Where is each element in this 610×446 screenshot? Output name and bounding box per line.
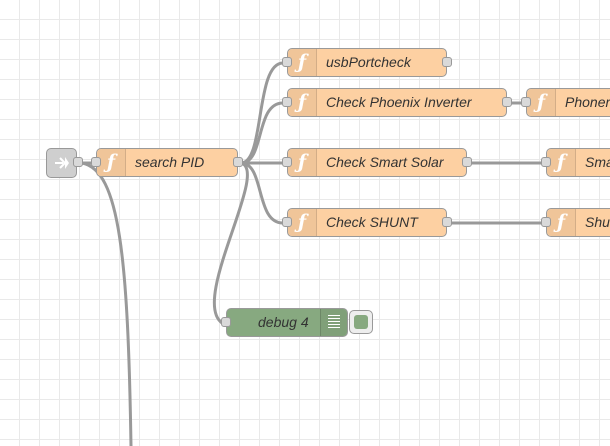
function-node-check-phoenix-inverter[interactable]: ƒ Check Phoenix Inverter — [282, 88, 512, 117]
function-icon: ƒ — [527, 89, 556, 116]
function-icon: ƒ — [288, 149, 317, 176]
inject-arrow-icon — [55, 157, 69, 169]
input-port[interactable] — [91, 157, 101, 167]
output-port[interactable] — [502, 97, 512, 107]
input-port[interactable] — [282, 57, 292, 67]
input-port[interactable] — [282, 217, 292, 227]
function-icon: ƒ — [288, 89, 317, 116]
wire-search-debug — [212, 161, 249, 325]
wire-search-phoenix — [240, 101, 284, 165]
inject-output-port[interactable] — [73, 157, 83, 167]
node-label: Check Phoenix Inverter — [326, 94, 472, 110]
node-label: Check Smart Solar — [326, 154, 444, 170]
debug-list-icon — [320, 309, 347, 336]
inject-node[interactable] — [46, 148, 83, 178]
input-port[interactable] — [541, 217, 551, 227]
function-icon: ƒ — [288, 49, 317, 76]
function-icon: ƒ — [288, 209, 317, 236]
output-port[interactable] — [462, 157, 472, 167]
debug-toggle-button[interactable] — [349, 310, 373, 334]
wire-search-shunt — [240, 161, 284, 225]
function-node-smart-next[interactable]: ƒ Sma — [541, 148, 610, 177]
input-port[interactable] — [282, 97, 292, 107]
node-label: Shu — [585, 214, 610, 230]
function-node-phoenix-next[interactable]: ƒ Phoner — [521, 88, 610, 117]
function-icon: ƒ — [547, 149, 576, 176]
node-label: debug 4 — [258, 314, 309, 330]
node-label: Check SHUNT — [326, 214, 418, 230]
function-icon: ƒ — [97, 149, 126, 176]
function-node-shunt-next[interactable]: ƒ Shu — [541, 208, 610, 237]
function-node-check-smart-solar[interactable]: ƒ Check Smart Solar — [282, 148, 472, 177]
input-port[interactable] — [282, 157, 292, 167]
debug-node[interactable]: debug 4 — [221, 308, 348, 337]
node-label: Phoner — [565, 94, 610, 110]
function-node-usb-portcheck[interactable]: ƒ usbPortcheck — [282, 48, 452, 77]
input-port[interactable] — [541, 157, 551, 167]
node-label: usbPortcheck — [326, 54, 411, 70]
wire-search-usb — [240, 61, 284, 165]
node-label: Sma — [585, 154, 610, 170]
output-port[interactable] — [233, 157, 243, 167]
wire-inject-down — [81, 161, 133, 446]
node-label: search PID — [135, 154, 205, 170]
function-icon: ƒ — [547, 209, 576, 236]
output-port[interactable] — [442, 57, 452, 67]
function-node-check-shunt[interactable]: ƒ Check SHUNT — [282, 208, 452, 237]
output-port[interactable] — [442, 217, 452, 227]
input-port[interactable] — [521, 97, 531, 107]
input-port[interactable] — [221, 317, 231, 327]
function-node-search-pid[interactable]: ƒ search PID — [91, 148, 243, 177]
